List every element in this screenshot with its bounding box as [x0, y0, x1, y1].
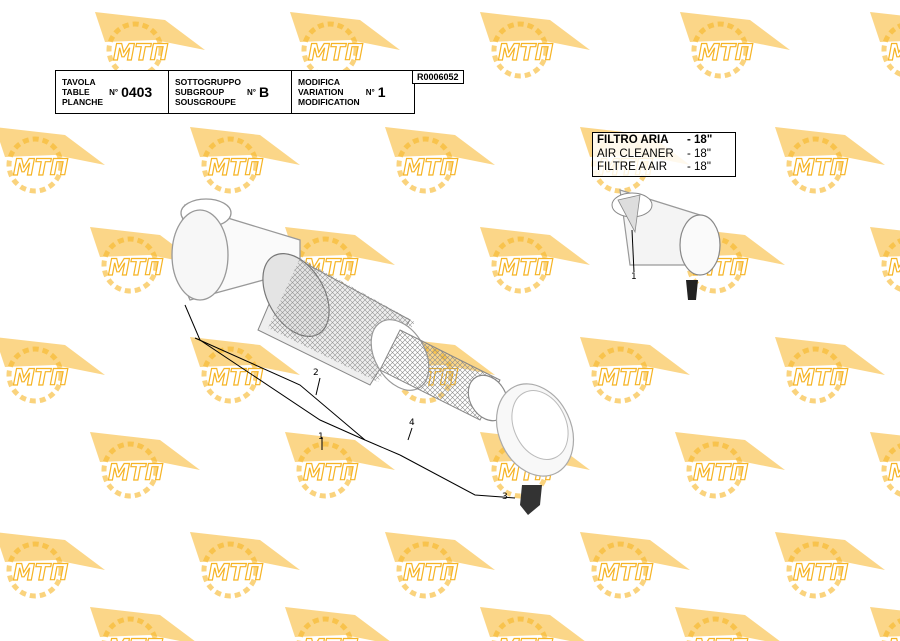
callout-2: 2 — [313, 368, 319, 378]
title-size-fr: - 18" — [687, 161, 711, 173]
table-cell: TAVOLA TABLE PLANCHE N° 0403 — [56, 71, 169, 113]
subgroup-label-en: SUBGROUP — [175, 87, 225, 97]
modification-label-it: MODIFICA — [298, 77, 341, 87]
table-label-fr: PLANCHE — [62, 97, 104, 107]
callout-1: 1 — [318, 432, 324, 442]
title-name-it: FILTRO ARIA — [597, 134, 669, 146]
title-size-en: - 18" — [687, 147, 711, 160]
assembly-thumbnail — [611, 189, 721, 300]
callout-3: 3 — [502, 492, 508, 502]
title-row: FILTRO ARIA - 18" — [597, 134, 731, 148]
title-name-fr: FILTRE A AIR — [597, 161, 668, 173]
table-label-it: TAVOLA — [62, 77, 96, 87]
title-size-it: - 18" — [687, 134, 713, 146]
modification-value: 1 — [377, 84, 386, 100]
modification-cell: MODIFICA VARIATION MODIFICATION N° 1 — [292, 71, 414, 113]
leader-lines — [184, 304, 516, 499]
title-row: AIR CLEANER - 18" — [597, 148, 731, 162]
subgroup-label-fr: SOUSGROUPE — [175, 97, 236, 107]
callout-4: 4 — [409, 418, 415, 428]
callout-1-thumbnail: 1 — [631, 272, 637, 282]
table-label-en: TABLE — [62, 87, 90, 97]
modification-number-prefix: N° — [365, 87, 375, 97]
reference-code: R0006052 — [412, 70, 464, 84]
title-name-en: AIR CLEANER — [597, 147, 674, 160]
subgroup-label-it: SOTTOGRUPPO — [175, 77, 241, 87]
table-number-prefix: N° — [109, 87, 119, 97]
subgroup-number-prefix: N° — [246, 87, 256, 97]
subgroup-value: B — [258, 84, 270, 100]
table-number: 0403 — [121, 84, 153, 100]
modification-label-fr: MODIFICATION — [298, 97, 360, 107]
safety-element — [379, 329, 509, 422]
title-row: FILTRE A AIR - 18" — [597, 161, 731, 175]
header-table: TAVOLA TABLE PLANCHE N° 0403 SOTTOGRUPPO… — [55, 70, 415, 114]
subgroup-cell: SOTTOGRUPPO SUBGROUP SOUSGROUPE N° B — [169, 71, 292, 113]
end-cap — [495, 383, 575, 477]
modification-label-en: VARIATION — [298, 87, 344, 97]
title-box: FILTRO ARIA - 18" AIR CLEANER - 18" FILT… — [592, 132, 736, 177]
dust-valve — [520, 485, 542, 515]
